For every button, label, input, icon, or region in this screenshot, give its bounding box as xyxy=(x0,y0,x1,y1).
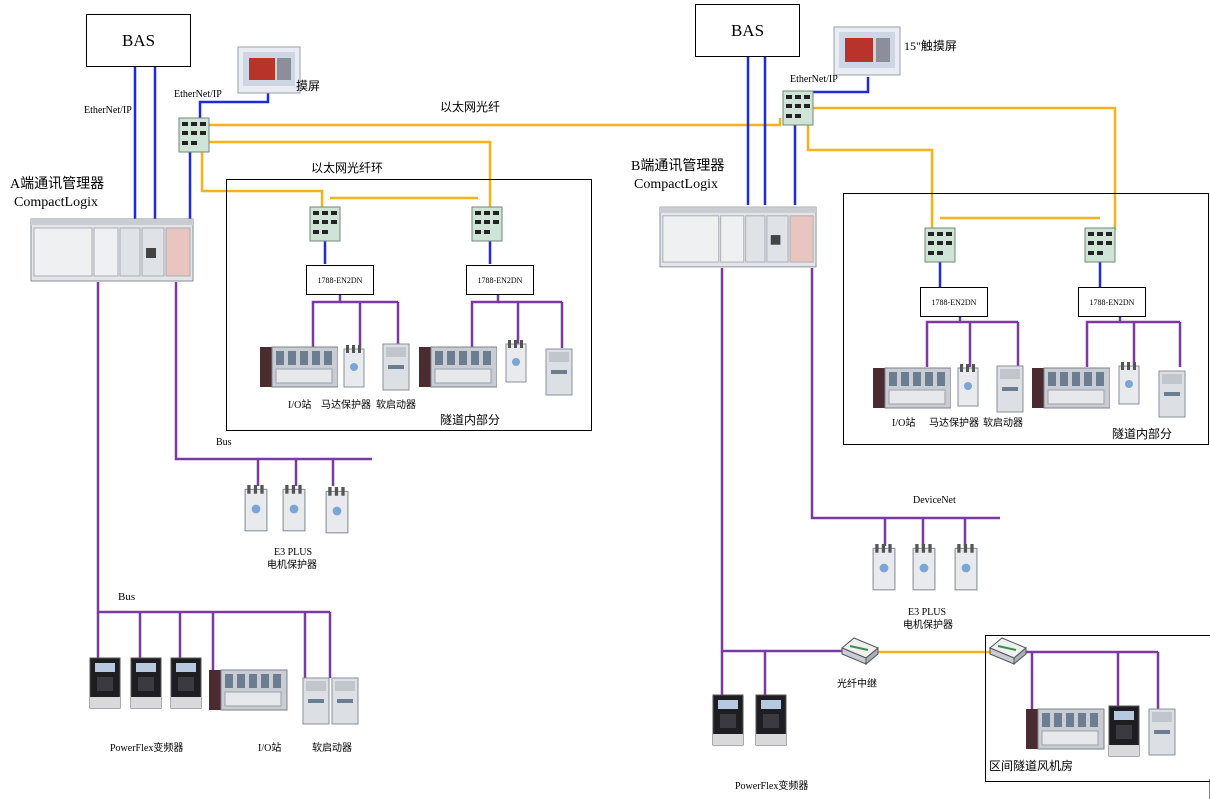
b-motor-protector-label: 马达保护器 xyxy=(929,418,979,429)
b-ring-switch-2-icon xyxy=(1084,227,1116,263)
b-main-switch-icon xyxy=(782,90,814,126)
fan-room-powerflex-icon xyxy=(1108,705,1140,757)
a-en2dn-module-2-label: 1788-EN2DN xyxy=(477,275,523,285)
a-en2dn-module-2: 1788-EN2DN xyxy=(466,265,534,295)
b-bas-label: BAS xyxy=(730,20,765,40)
a-ethernet-ip-left-label: EtherNet/IP xyxy=(84,105,132,116)
fiber-link-label: 以太网光纤 xyxy=(440,100,501,114)
a-powerflex-3-icon xyxy=(170,657,202,709)
a-soft-starter-bottom-label: 软启动器 xyxy=(312,743,352,754)
fiber-wires xyxy=(200,106,1117,654)
b-tunnel-inner-label: 隧道内部分 xyxy=(1112,427,1173,441)
a-powerflex-1-icon xyxy=(89,657,121,709)
b-manager-model: CompactLogix xyxy=(634,177,718,192)
a-io-station-2-icon xyxy=(419,346,497,388)
fiber-link-main xyxy=(205,118,782,127)
a-main-switch-icon xyxy=(178,117,210,153)
b-e3plus-label: E3 PLUS xyxy=(908,607,947,618)
a-compactlogix-icon xyxy=(30,218,194,282)
b-soft-starter-1-icon xyxy=(996,365,1024,413)
b-fiber-repeater-label: 光纤中继 xyxy=(837,679,877,690)
b-io-station-1-icon xyxy=(873,367,951,409)
a-ring-switch-2-icon xyxy=(471,206,503,242)
a-ethernet-ip-top-label: EtherNet/IP xyxy=(174,89,222,100)
a-e3plus-label: E3 PLUS xyxy=(274,547,313,558)
fan-room-box xyxy=(985,635,1210,782)
b-io-station-label: I/O站 xyxy=(892,418,916,429)
b-powerflex-2-icon xyxy=(755,694,787,746)
b-compactlogix-icon xyxy=(659,206,817,268)
b-devicenet-label: DeviceNet xyxy=(913,495,956,506)
a-en2dn-module-1-label: 1788-EN2DN xyxy=(317,275,363,285)
a-io-station-label: I/O站 xyxy=(288,400,312,411)
b-manager-title: B端通讯管理器 xyxy=(631,159,725,174)
a-powerflex-2-icon xyxy=(130,657,162,709)
a-io-station-bottom-icon xyxy=(209,669,288,711)
b-e3plus-desc-label: 电机保护器 xyxy=(903,620,953,631)
a-touchscreen-label: 摸屏 xyxy=(296,79,321,93)
a-ring-switch-1-icon xyxy=(309,206,341,242)
b-soft-starter-label: 软启动器 xyxy=(983,418,1023,429)
fan-room-io-station-icon xyxy=(1026,708,1105,750)
a-en2dn-module-1: 1788-EN2DN xyxy=(306,265,374,295)
a-manager-model: CompactLogix xyxy=(14,195,98,210)
a-soft-starter-bottom-1-icon xyxy=(302,677,330,725)
a-io-station-1-icon xyxy=(260,346,338,388)
b-fan-room-label: 区间隧道风机房 xyxy=(989,759,1074,773)
devicenet-wires xyxy=(96,268,1182,710)
a-bus-2-label: Bus xyxy=(118,591,136,603)
a-tunnel-inner-label: 隧道内部分 xyxy=(440,413,501,427)
a-bus-1-label: Bus xyxy=(216,437,232,448)
a-ring-label: 以太网光纤环 xyxy=(311,161,384,175)
b-en2dn-module-2-label: 1788-EN2DN xyxy=(1089,297,1135,307)
a-manager-title: A端通讯管理器 xyxy=(10,177,105,192)
a-soft-starter-2-icon xyxy=(545,348,573,396)
a-motor-protector-1-icon xyxy=(343,345,365,388)
fan-room-soft-starter-icon xyxy=(1148,708,1176,756)
a-e3plus-desc-label: 电机保护器 xyxy=(267,560,317,571)
b-e3plus-1-icon xyxy=(872,544,896,591)
a-e3plus-2-icon xyxy=(282,485,306,532)
a-e3plus-1-icon xyxy=(244,485,268,532)
a-tunnel-box xyxy=(226,179,592,431)
b-ethernet-ip-label: EtherNet/IP xyxy=(790,74,838,85)
a-io-station-bottom-label: I/O站 xyxy=(258,743,282,754)
b-powerflex-label: PowerFlex变频器 xyxy=(735,781,809,792)
b-en2dn-module-1: 1788-EN2DN xyxy=(920,287,988,317)
b-touchscreen-icon xyxy=(833,26,901,76)
a-powerflex-label: PowerFlex变频器 xyxy=(110,743,184,754)
fiber-repeater-1-icon xyxy=(841,637,879,666)
a-soft-starter-bottom-2-icon xyxy=(331,677,359,725)
fiber-link-a-ring xyxy=(205,140,492,208)
b-en2dn-module-1-label: 1788-EN2DN xyxy=(931,297,977,307)
a-motor-protector-label: 马达保护器 xyxy=(321,400,371,411)
b-ring-switch-1-icon xyxy=(924,227,956,263)
a-bas-box: BAS xyxy=(86,14,191,67)
fiber-repeater-2-icon xyxy=(989,637,1027,666)
fiber-link-b-right xyxy=(812,106,1117,230)
b-e3plus-2-icon xyxy=(912,544,936,591)
b-soft-starter-2-icon xyxy=(1158,370,1186,418)
b-tunnel-box xyxy=(843,193,1209,445)
a-bas-label: BAS xyxy=(121,30,156,50)
b-touchscreen-label: 15"触摸屏 xyxy=(904,39,957,53)
b-powerflex-1-icon xyxy=(712,694,744,746)
b-io-station-2-icon xyxy=(1032,367,1110,409)
b-e3plus-3-icon xyxy=(954,544,978,591)
a-soft-starter-label: 软启动器 xyxy=(376,400,416,411)
b-motor-protector-2-icon xyxy=(1118,362,1140,405)
a-e3plus-3-icon xyxy=(325,487,349,534)
a-touchscreen-icon xyxy=(237,46,301,94)
fiber-link-b-left xyxy=(806,122,934,230)
a-soft-starter-1-icon xyxy=(382,343,410,391)
b-motor-protector-1-icon xyxy=(957,364,979,407)
b-bas-box: BAS xyxy=(695,4,800,57)
a-motor-protector-2-icon xyxy=(505,340,527,383)
b-en2dn-module-2: 1788-EN2DN xyxy=(1078,287,1146,317)
fiber-link-a-left xyxy=(200,152,324,208)
ethernet-wires xyxy=(133,56,1102,287)
